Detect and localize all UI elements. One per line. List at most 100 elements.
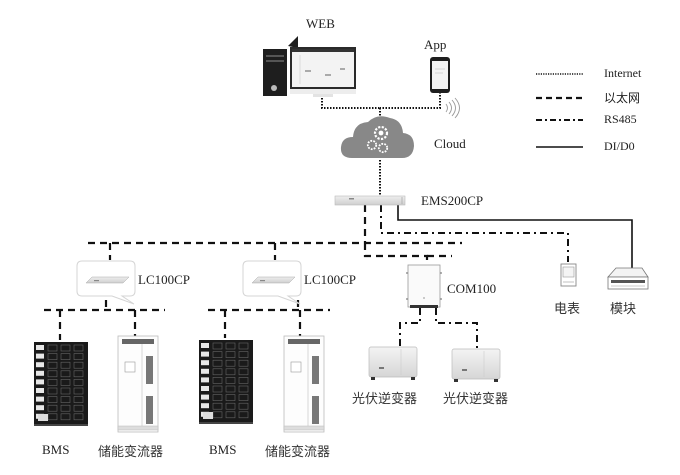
rack-slot — [201, 368, 209, 374]
battery-cell — [212, 377, 223, 384]
battery-cell — [73, 379, 84, 386]
battery-cell — [238, 411, 249, 419]
battery-cell — [238, 351, 249, 358]
inverter-body — [451, 348, 501, 380]
battery-cell — [212, 359, 223, 367]
inverter-badge — [462, 369, 467, 371]
rack-slot — [201, 351, 209, 357]
rack-slot — [201, 343, 209, 348]
rack-slot — [36, 388, 44, 393]
battery-cell — [238, 359, 249, 367]
cloud-label: Cloud — [434, 136, 466, 151]
wifi-signal-icon — [445, 97, 460, 119]
battery-cell — [73, 353, 84, 360]
pcs1-label: 储能变流器 — [98, 445, 164, 460]
inverter-foot — [454, 379, 458, 382]
battery-cell — [47, 370, 58, 378]
inverter-foot — [371, 377, 375, 380]
com-label: COM100 — [447, 281, 497, 296]
rack-base — [199, 422, 253, 424]
battery-cell — [47, 379, 58, 386]
smartphone-icon — [430, 57, 450, 93]
app-to-cloud-link — [380, 92, 441, 109]
battery-cell — [60, 387, 71, 395]
rack-slot — [201, 394, 209, 400]
battery-cell — [60, 413, 71, 421]
battery-cell — [212, 394, 223, 401]
bus-to-com-link — [363, 243, 429, 265]
inverter-cabinet-icon — [283, 335, 325, 433]
web-to-cloud-link — [321, 92, 380, 109]
cabinet-vent — [312, 356, 319, 384]
legend-label-internet: Internet — [604, 66, 642, 80]
ems-label: EMS200CP — [421, 193, 484, 208]
dido-links — [397, 205, 633, 268]
legend-label-rs485: RS485 — [604, 112, 637, 126]
battery-cell — [225, 402, 236, 410]
battery-cell — [225, 394, 236, 401]
battery-cell — [47, 353, 58, 360]
com-to-pv2-link — [435, 308, 478, 348]
rack-slot — [36, 345, 44, 350]
cabinet-vent-top — [122, 339, 154, 344]
rack-label — [38, 414, 48, 421]
ems-to-module-link — [397, 205, 633, 268]
electric-meter-icon — [560, 263, 577, 287]
inverter-foot — [494, 379, 498, 382]
rack-slot — [201, 386, 209, 391]
com-to-pv1-link — [399, 308, 421, 346]
inverter-badge — [379, 367, 384, 369]
rack-slot — [36, 396, 44, 402]
rack-slot — [36, 379, 44, 385]
rack-slot — [201, 403, 209, 409]
battery-cell — [225, 351, 236, 358]
battery-cell — [60, 370, 71, 378]
rack-controller-icon — [334, 195, 406, 206]
battery-cell — [47, 344, 58, 352]
battery-cell — [73, 344, 84, 352]
bms1-label: BMS — [42, 442, 70, 457]
ems-to-meter-link — [380, 205, 569, 262]
battery-cell — [60, 353, 71, 360]
battery-cell — [47, 404, 58, 412]
cabinet-display — [124, 361, 136, 373]
rack-base — [34, 424, 88, 426]
battery-cell — [238, 377, 249, 384]
battery-cell — [225, 411, 236, 419]
inverter-body — [368, 346, 418, 378]
battery-cell — [238, 402, 249, 410]
battery-cell — [60, 404, 71, 412]
cloud-gears-icon — [340, 116, 414, 158]
connections — [44, 92, 633, 348]
battery-cell — [60, 379, 71, 386]
desktop-computer-icon — [263, 36, 356, 97]
rack-label — [203, 412, 213, 419]
battery-cell — [47, 387, 58, 395]
io-module-icon — [607, 267, 649, 290]
web-label: WEB — [306, 16, 335, 31]
battery-cell — [238, 342, 249, 350]
battery-cell — [60, 361, 71, 369]
battery-cell — [73, 387, 84, 395]
inverter-cabinet-icon — [117, 335, 159, 433]
rack-slot — [201, 377, 209, 383]
pv-inverter-icon — [451, 348, 501, 382]
battery-cell — [225, 359, 236, 367]
rack-slot — [36, 353, 44, 359]
legend-label-dido: DI/D0 — [604, 139, 635, 153]
bms2-label: BMS — [209, 442, 237, 457]
battery-cell — [212, 351, 223, 358]
battery-cell — [73, 404, 84, 412]
battery-cell — [73, 413, 84, 421]
battery-cell — [212, 402, 223, 410]
cabinet-vent — [312, 396, 319, 424]
battery-rack-icon — [34, 342, 88, 426]
lc2-label: LC100CP — [304, 272, 357, 287]
rack-slot — [36, 362, 44, 368]
cabinet-base — [283, 425, 325, 431]
battery-cell — [73, 361, 84, 369]
battery-cell — [212, 342, 223, 350]
legend-swatches — [536, 73, 583, 148]
battery-cell — [225, 342, 236, 350]
